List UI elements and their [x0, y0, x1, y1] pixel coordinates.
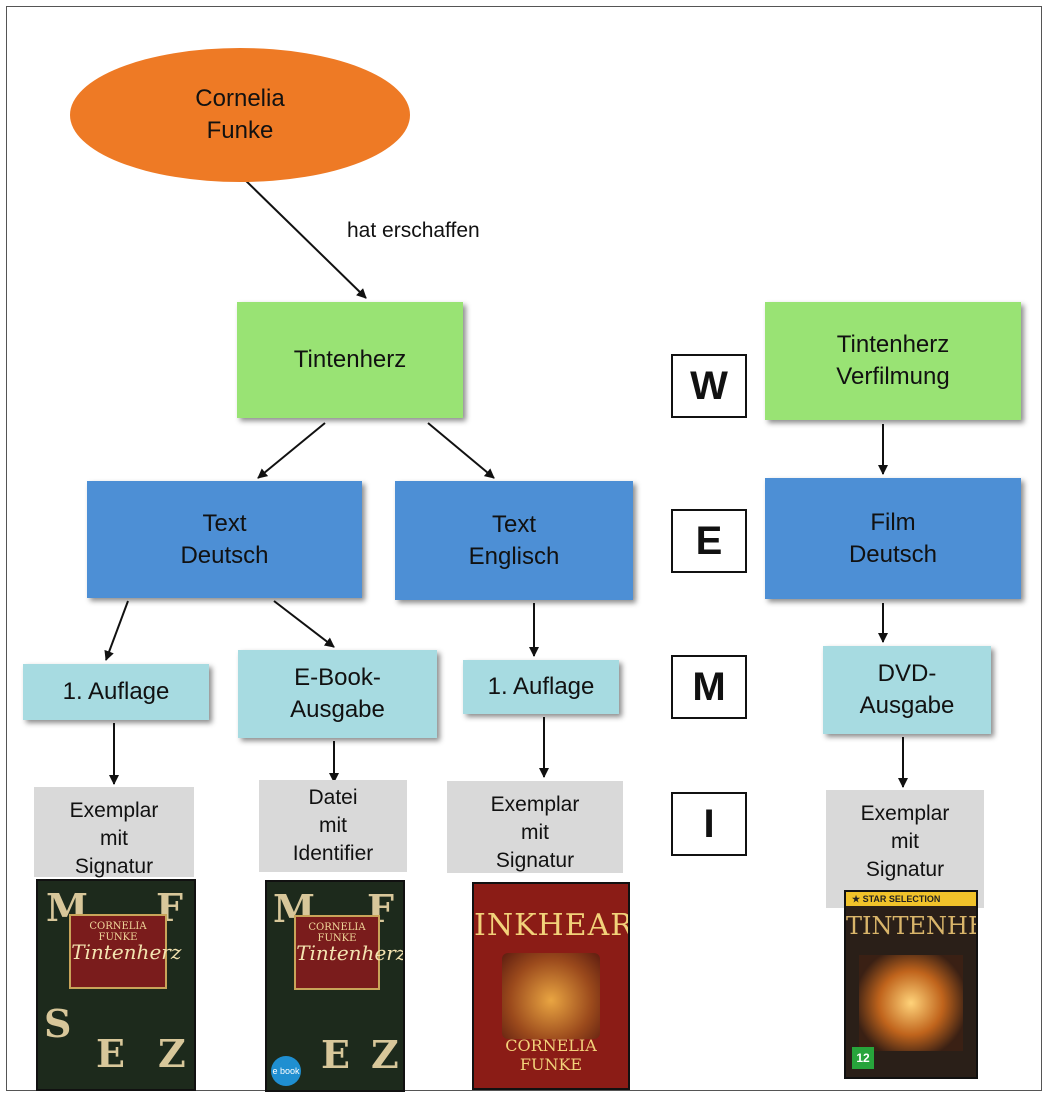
author-line2: Funke [206, 117, 274, 144]
manif-dvd-line2: Ausgabe [859, 692, 955, 719]
cover-author: CORNELIA FUNKE [505, 1035, 597, 1074]
edge-text-deutsch-to-ebook [273, 600, 335, 648]
level-e-box: E [671, 509, 747, 573]
item-dvd-line3: Signatur [865, 858, 945, 881]
level-m-box: M [671, 655, 747, 719]
item-de-line1: Exemplar [69, 799, 159, 822]
edge-tintenherz-to-text-englisch [427, 422, 495, 479]
cover-letter-tile: E [321, 1032, 350, 1077]
item-de-line2: mit [100, 827, 128, 850]
edge-tintenherz-to-text-deutsch [257, 422, 326, 479]
cover-letter-tile: Z [371, 1032, 399, 1077]
manif-ebook-line1: E-Book- [294, 664, 381, 691]
expr-film-line2: Deutsch [848, 540, 938, 568]
cover-inkheart: INKHEART CORNELIA FUNKE [472, 882, 630, 1090]
cover-author: CORNELIA FUNKE [89, 920, 147, 943]
work-tintenherz-label: Tintenherz [293, 346, 407, 373]
expr-de-line1: Text [202, 509, 247, 537]
cover-title: Tintenherz [296, 941, 405, 966]
cover-title: TINTENHERZ [846, 912, 976, 940]
edge-author-to-tintenherz [240, 175, 367, 299]
item-en-line3: Signatur [495, 849, 575, 872]
cover-tintenherz-dvd: ★ STAR SELECTION TINTENHERZ 12 [844, 890, 978, 1079]
cover-letter-tile: S [44, 1001, 72, 1046]
item-de-line3: Signatur [74, 855, 154, 878]
level-i-box: I [671, 792, 747, 856]
cover-title-plate: CORNELIA FUNKE Tintenherz [294, 915, 405, 990]
cover-author: CORNELIA FUNKE [308, 921, 366, 944]
manif-ebook-line2: Ausgabe [290, 696, 385, 723]
item-datei-ebook: Datei mit Identifier [259, 780, 407, 872]
author-line1: Cornelia [195, 85, 285, 112]
manif-de-print-label: 1. Auflage [62, 678, 170, 705]
manif-en-print-label: 1. Auflage [487, 673, 595, 700]
diagram-frame [6, 6, 1042, 1091]
item-exemplar-de: Exemplar mit Signatur [34, 787, 194, 878]
expression-film-deutsch: Film Deutsch [765, 478, 1021, 599]
work-tintenherz-verfilmung: Tintenherz Verfilmung [765, 302, 1021, 420]
item-ebook-line1: Datei [308, 786, 358, 809]
item-dvd-line2: mit [891, 830, 919, 853]
item-dvd-line1: Exemplar [860, 802, 950, 825]
cover-title: Tintenherz [71, 940, 182, 965]
expr-film-line1: Film [870, 508, 916, 536]
item-ebook-line2: mit [319, 814, 347, 837]
work-film-line2: Verfilmung [836, 363, 950, 390]
expr-en-line2: Englisch [468, 542, 560, 570]
cover-letter-tile: E [96, 1031, 125, 1076]
item-exemplar-dvd: Exemplar mit Signatur [826, 790, 984, 908]
edge-label-hat-erschaffen: hat erschaffen [347, 219, 480, 242]
cover-tintenherz-ebook: M F E Z CORNELIA FUNKE Tintenherz e book [265, 880, 405, 1092]
work-tintenherz: Tintenherz [237, 302, 463, 418]
level-w-box: W [671, 354, 747, 418]
cover-tintenherz-book: M F S E Z CORNELIA FUNKE Tintenherz [36, 879, 196, 1091]
cover-title: INKHEART [474, 908, 628, 944]
dvd-star-selection-band: ★ STAR SELECTION [846, 892, 976, 906]
manifestation-ebook: E-Book- Ausgabe [238, 650, 437, 738]
cover-title-plate: CORNELIA FUNKE Tintenherz [69, 914, 182, 989]
manif-dvd-line1: DVD- [877, 660, 937, 687]
item-en-line2: mit [521, 821, 549, 844]
manifestation-en-auflage: 1. Auflage [463, 660, 619, 714]
manifestation-de-auflage: 1. Auflage [23, 664, 209, 720]
expr-de-line2: Deutsch [180, 541, 269, 569]
edge-text-deutsch-to-auflage [104, 600, 129, 661]
manifestation-dvd: DVD- Ausgabe [823, 646, 991, 734]
expression-text-deutsch: Text Deutsch [87, 481, 362, 598]
item-en-line1: Exemplar [490, 793, 580, 816]
cover-letter-tile: Z [158, 1031, 186, 1076]
item-ebook-line3: Identifier [292, 842, 374, 865]
item-exemplar-en: Exemplar mit Signatur [447, 781, 623, 873]
cover-illustration [501, 953, 601, 1040]
cover-illustration [859, 954, 963, 1052]
work-film-line1: Tintenherz [836, 331, 950, 358]
ebook-badge-icon: e book [271, 1056, 301, 1086]
age-rating-badge: 12 [852, 1047, 874, 1069]
expression-text-englisch: Text Englisch [395, 481, 633, 600]
expr-en-line1: Text [491, 510, 536, 538]
author-node: Cornelia Funke [70, 48, 410, 182]
